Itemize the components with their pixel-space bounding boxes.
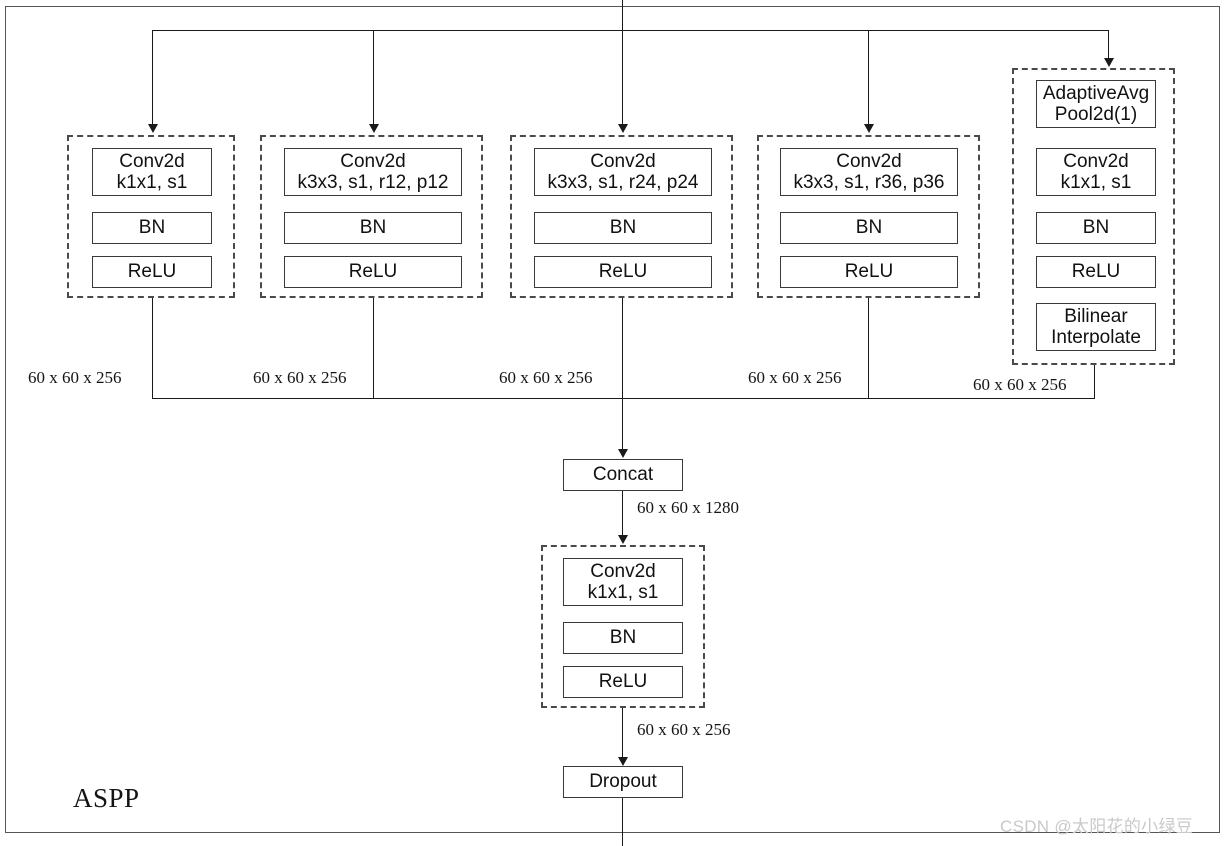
concat-box[interactable]: Concat <box>563 459 683 491</box>
projection-output-line <box>622 708 623 759</box>
branch-1-output-line <box>152 298 153 398</box>
aspp-module-frame <box>5 6 1220 833</box>
branch-4-op-batchnorm[interactable]: BN <box>780 212 958 244</box>
branch-3-op-batchnorm[interactable]: BN <box>534 212 712 244</box>
fanout-arrow-2 <box>369 124 379 133</box>
projection-container <box>541 545 705 708</box>
concat-output-line <box>622 491 623 537</box>
fanout-arrow-1 <box>148 124 158 133</box>
branch-5-output-shape: 60 x 60 x 256 <box>973 375 1067 394</box>
dropout-box[interactable]: Dropout <box>563 766 683 798</box>
branch-2-output-shape: 60 x 60 x 256 <box>253 368 347 387</box>
input-line <box>622 0 623 30</box>
branch-4-op-conv2d[interactable]: Conv2d k3x3, s1, r36, p36 <box>780 148 958 196</box>
branch-5-op-adaptive-avg-pool[interactable]: AdaptiveAvg Pool2d(1) <box>1036 80 1156 128</box>
branch-3-op-conv2d[interactable]: Conv2d k3x3, s1, r24, p24 <box>534 148 712 196</box>
branch-1-op-conv2d[interactable]: Conv2d k1x1, s1 <box>92 148 212 196</box>
branch-4-container <box>757 135 980 298</box>
branch-2-op-conv2d[interactable]: Conv2d k3x3, s1, r12, p12 <box>284 148 462 196</box>
branch-1-op-relu[interactable]: ReLU <box>92 256 212 288</box>
merge-bus <box>152 398 1095 399</box>
branch-3-output-line <box>622 298 623 398</box>
branch-1-container <box>67 135 235 298</box>
projection-op-batchnorm[interactable]: BN <box>563 622 683 654</box>
branch-2-op-batchnorm[interactable]: BN <box>284 212 462 244</box>
concat-output-shape: 60 x 60 x 1280 <box>637 498 739 517</box>
branch-2-container <box>260 135 483 298</box>
module-output-line <box>622 798 623 846</box>
projection-op-conv2d[interactable]: Conv2d k1x1, s1 <box>563 558 683 606</box>
branch-5-op-relu[interactable]: ReLU <box>1036 256 1156 288</box>
branch-4-output-line <box>868 298 869 398</box>
fanout-arrow-4 <box>864 124 874 133</box>
branch-4-op-relu[interactable]: ReLU <box>780 256 958 288</box>
branch-2-op-relu[interactable]: ReLU <box>284 256 462 288</box>
fanout-drop-1 <box>152 30 153 126</box>
fanout-arrow-5 <box>1104 58 1114 67</box>
fanout-drop-2 <box>373 30 374 126</box>
branch-3-output-shape: 60 x 60 x 256 <box>499 368 593 387</box>
branch-5-output-line <box>1094 365 1095 398</box>
branch-5-op-bilinear-interpolate[interactable]: Bilinear Interpolate <box>1036 303 1156 351</box>
projection-output-shape: 60 x 60 x 256 <box>637 720 731 739</box>
branch-3-container <box>510 135 733 298</box>
dropout-input-arrow <box>618 757 628 766</box>
branch-1-op-batchnorm[interactable]: BN <box>92 212 212 244</box>
fanout-drop-5 <box>1108 30 1109 60</box>
aspp-title: ASPP <box>73 783 140 813</box>
fanout-drop-4 <box>868 30 869 126</box>
fanout-bus <box>152 30 1108 31</box>
branch-3-op-relu[interactable]: ReLU <box>534 256 712 288</box>
branch-5-container <box>1012 68 1175 365</box>
fanout-drop-3 <box>622 30 623 126</box>
branch-2-output-line <box>373 298 374 398</box>
projection-input-arrow <box>618 535 628 544</box>
csdn-watermark: CSDN @太阳花的小绿豆 <box>1000 817 1194 836</box>
branch-5-op-conv2d[interactable]: Conv2d k1x1, s1 <box>1036 148 1156 196</box>
concat-input-arrow <box>618 449 628 458</box>
projection-op-relu[interactable]: ReLU <box>563 666 683 698</box>
branch-1-output-shape: 60 x 60 x 256 <box>28 368 122 387</box>
fanout-arrow-3 <box>618 124 628 133</box>
branch-4-output-shape: 60 x 60 x 256 <box>748 368 842 387</box>
branch-5-op-batchnorm[interactable]: BN <box>1036 212 1156 244</box>
concat-input-line <box>622 398 623 451</box>
